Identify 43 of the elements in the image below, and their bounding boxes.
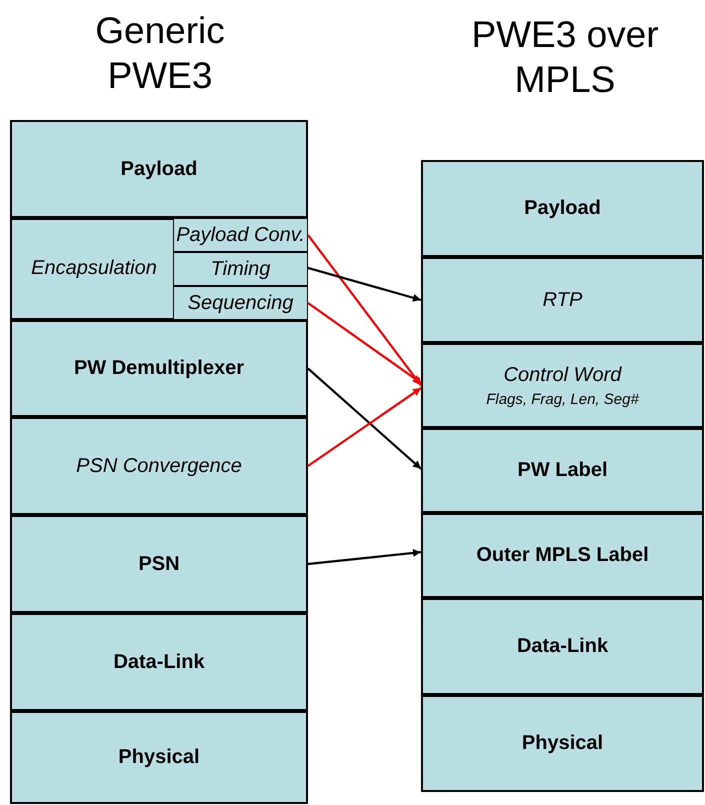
sublayer-box bbox=[173, 218, 308, 252]
protocol-layer bbox=[10, 711, 308, 804]
protocol-layer bbox=[421, 257, 704, 343]
layer-name: Physical bbox=[118, 746, 200, 769]
layer-name: Physical bbox=[522, 732, 604, 755]
protocol-layer bbox=[421, 343, 704, 428]
sublayer-box bbox=[173, 252, 308, 286]
protocol-layer bbox=[10, 320, 308, 417]
layer-name: Payload bbox=[120, 158, 198, 180]
layer-name: Payload Conv. bbox=[176, 224, 305, 246]
layer-name: Sequencing bbox=[188, 292, 294, 314]
arrow bbox=[308, 548, 422, 566]
protocol-layer bbox=[421, 695, 704, 792]
layer-name: RTP bbox=[542, 288, 582, 312]
sublayer-box bbox=[173, 286, 308, 320]
arrow bbox=[307, 387, 422, 467]
protocol-layer bbox=[421, 513, 704, 598]
layer-name: PW Demultiplexer bbox=[74, 357, 244, 380]
arrow bbox=[307, 368, 422, 470]
column-heading: PWE3 over MPLS bbox=[470, 13, 660, 102]
protocol-layer bbox=[10, 515, 308, 613]
protocol-layer bbox=[10, 613, 308, 711]
arrow bbox=[307, 302, 422, 384]
layer-name: Encapsulation bbox=[30, 257, 158, 280]
layer-name: Timing bbox=[210, 258, 270, 280]
column-heading: Generic PWE3 bbox=[94, 9, 226, 98]
arrow bbox=[307, 234, 422, 386]
protocol-layer bbox=[10, 417, 308, 515]
protocol-layer bbox=[10, 218, 308, 320]
layer-detail: Flags, Frag, Len, Seg# bbox=[486, 390, 639, 408]
protocol-layer bbox=[421, 428, 704, 513]
protocol-layer bbox=[10, 120, 308, 218]
arrow bbox=[308, 266, 422, 302]
protocol-layer bbox=[421, 160, 704, 257]
layer-name: Data-Link bbox=[113, 650, 205, 674]
layer-name: Payload bbox=[524, 197, 601, 220]
protocol-layer bbox=[421, 598, 704, 695]
layer-name: Control Word bbox=[504, 364, 622, 386]
layer-name: Data-Link bbox=[516, 635, 608, 658]
layer-name: PW Label bbox=[517, 459, 608, 482]
layer-name: Outer MPLS Label bbox=[476, 544, 649, 567]
layer-name: PSN Convergence bbox=[76, 454, 242, 478]
layer-name: PSN bbox=[138, 552, 180, 576]
